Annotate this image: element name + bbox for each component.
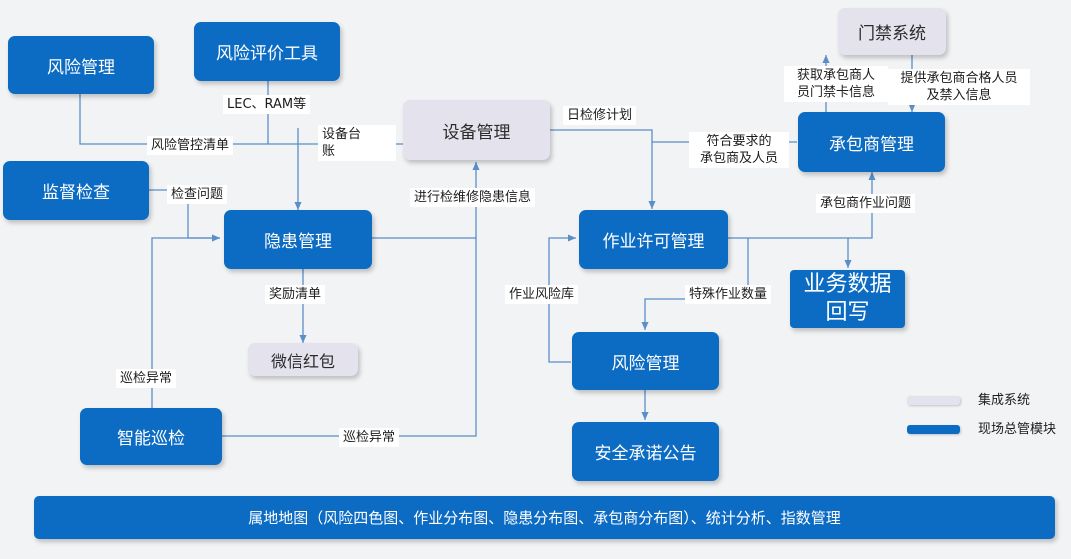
node-risk-mgmt-bottom: 风险管理: [572, 332, 719, 390]
edge-patrol-to-hazard: [151, 234, 220, 408]
node-work-permit-label: 作业许可管理: [602, 232, 705, 252]
node-wechat-redpacket: 微信红包: [248, 343, 358, 376]
label-qualified-contractors-text: 符合要求的 承包商及人员: [699, 134, 778, 166]
node-risk-mgmt-top-label: 风险管理: [47, 57, 115, 78]
node-supervision-check: 监督检查: [3, 161, 149, 220]
label-special-work-count: 特殊作业数量: [685, 285, 772, 304]
label-provide-qualified-info: 提供承包商合格人员 及禁入信息: [888, 69, 1030, 105]
label-reward-list: 奖励清单: [265, 285, 326, 304]
label-maintenance-hazard-info: 进行检维修隐患信息: [410, 188, 536, 207]
node-contractor-mgmt: 承包商管理: [798, 112, 945, 172]
legend-text-onsite: 现场总管模块: [978, 422, 1057, 437]
label-risk-control-list: 风险管控清单: [147, 136, 234, 155]
label-qualified-contractors: 符合要求的 承包商及人员: [689, 132, 789, 168]
label-lec-ram: LEC、RAM等: [223, 95, 311, 114]
node-access-control: 门禁系统: [838, 8, 946, 55]
territory-map-banner-label: 属地地图（风险四色图、作业分布图、隐患分布图、承包商分布图）、统计分析、指数管理: [248, 509, 841, 527]
label-get-card-info-text: 获取承包商人 员门禁卡信息: [796, 68, 875, 100]
node-safety-pledge: 安全承诺公告: [572, 422, 719, 481]
node-biz-data-writeback: 业务数据 回写: [790, 270, 905, 328]
label-provide-qualified-info-text: 提供承包商合格人员 及禁入信息: [900, 71, 1018, 103]
label-equipment-ledger: 设备台 账: [318, 125, 396, 161]
legend-swatch-integrated: [907, 396, 960, 405]
node-equipment-mgmt-label: 设备管理: [442, 122, 511, 143]
node-contractor-mgmt-label: 承包商管理: [829, 134, 914, 155]
edge-permit-to-writeback: [728, 237, 852, 268]
legend-text-integrated: 集成系统: [978, 393, 1031, 408]
edge-patrol-to-equipment: [222, 238, 477, 437]
node-work-permit: 作业许可管理: [579, 210, 728, 269]
node-risk-mgmt-bottom-label: 风险管理: [611, 353, 680, 374]
label-work-risk-library: 作业风险库: [505, 285, 579, 304]
label-daily-maintenance-plan: 日检修计划: [563, 106, 637, 125]
edge-equipment-to-permit: [550, 129, 656, 209]
node-risk-mgmt-top: 风险管理: [8, 36, 154, 94]
label-get-card-info: 获取承包商人 员门禁卡信息: [784, 66, 888, 102]
territory-map-banner: 属地地图（风险四色图、作业分布图、隐患分布图、承包商分布图）、统计分析、指数管理: [34, 496, 1055, 539]
node-equipment-mgmt: 设备管理: [403, 100, 550, 160]
label-equipment-ledger-text: 设备台 账: [322, 127, 362, 159]
node-access-control-label: 门禁系统: [858, 24, 926, 44]
node-smart-patrol: 智能巡检: [80, 408, 222, 465]
legend-swatch-onsite: [907, 425, 960, 434]
node-smart-patrol-label: 智能巡检: [117, 429, 185, 449]
node-wechat-redpacket-label: 微信红包: [270, 351, 335, 371]
label-inspection-issues: 检查问题: [167, 185, 228, 204]
node-risk-eval-tool: 风险评价工具: [194, 22, 340, 81]
label-patrol-anomaly-left: 巡检异常: [116, 369, 177, 388]
node-biz-data-writeback-label: 业务数据 回写: [803, 272, 892, 325]
node-hazard-mgmt-label: 隐患管理: [264, 232, 332, 252]
node-supervision-check-label: 监督检查: [42, 183, 110, 203]
node-risk-eval-tool-label: 风险评价工具: [216, 44, 318, 64]
node-safety-pledge-label: 安全承诺公告: [594, 444, 697, 464]
label-patrol-anomaly-bottom: 巡检异常: [339, 428, 400, 447]
label-contractor-work-issues: 承包商作业问题: [816, 194, 916, 213]
node-hazard-mgmt: 隐患管理: [224, 210, 372, 269]
